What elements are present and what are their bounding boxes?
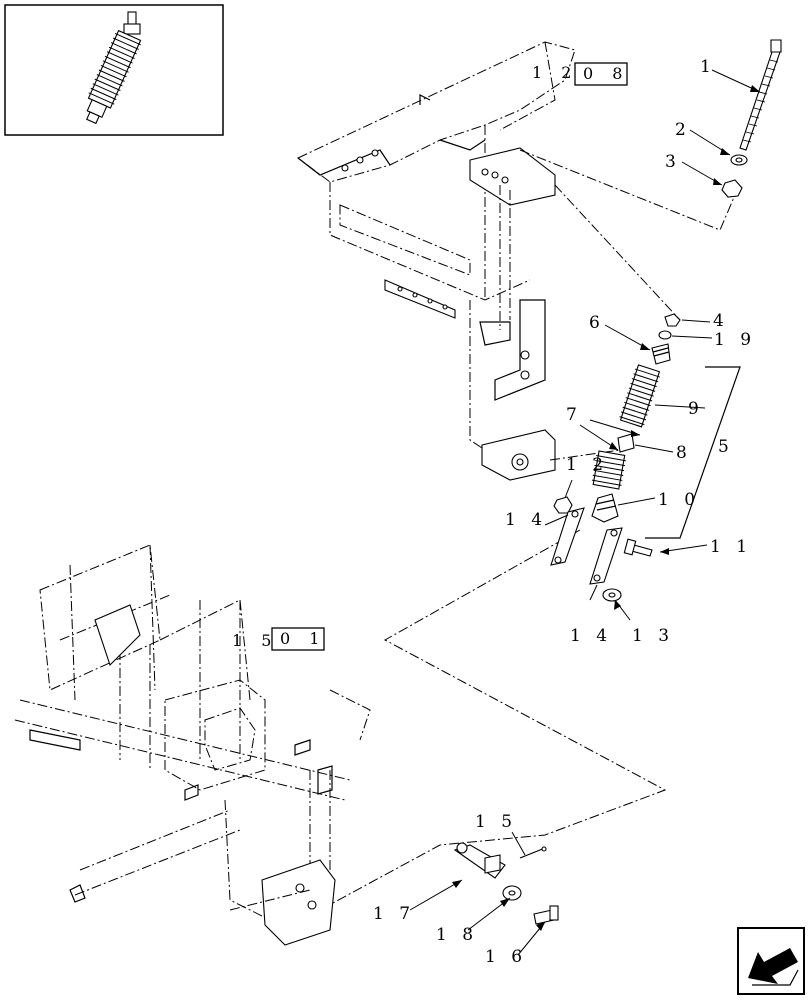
callout-17[interactable]: 1 7 xyxy=(373,904,415,924)
spring-assembly-icon xyxy=(86,11,142,125)
callout-9[interactable]: 9 xyxy=(688,399,704,419)
part-10-bushing[interactable] xyxy=(591,493,619,523)
part-8-spacer[interactable] xyxy=(617,433,635,453)
callout-18[interactable]: 1 8 xyxy=(436,925,478,945)
callout-3[interactable]: 3 xyxy=(665,152,681,172)
part-15-clip[interactable] xyxy=(519,846,547,859)
part-4-nut[interactable] xyxy=(664,313,681,327)
part-3-nut[interactable] xyxy=(721,179,743,198)
part-1-bolt[interactable] xyxy=(739,39,782,151)
callout-5[interactable]: 5 xyxy=(718,437,734,457)
leader-arrowheads xyxy=(452,85,760,931)
lower-frame-assembly xyxy=(14,544,371,946)
reference-prefix: 1 5 xyxy=(232,631,278,650)
upper-frame-assembly xyxy=(297,41,576,481)
part-18-washer[interactable] xyxy=(502,885,522,901)
callout-8[interactable]: 8 xyxy=(676,443,692,463)
part-19-washer[interactable] xyxy=(658,330,672,340)
part-6-cap[interactable] xyxy=(651,343,671,365)
reference-box-label: 0 1 xyxy=(280,629,326,648)
part-7-spring[interactable] xyxy=(591,450,626,490)
leader-lines xyxy=(409,69,761,956)
part-9-spring[interactable] xyxy=(619,364,662,428)
callout-13[interactable]: 1 3 xyxy=(632,626,674,646)
part-14-link-right[interactable] xyxy=(589,527,623,585)
reference-box-label: 0 8 xyxy=(583,64,629,83)
inset-panel xyxy=(4,4,224,136)
reference-prefix: 1 2 xyxy=(532,63,578,82)
callout-16[interactable]: 1 6 xyxy=(485,947,527,967)
part-11-bolt[interactable] xyxy=(623,538,653,557)
part-13-washer[interactable] xyxy=(602,588,622,602)
callout-14-lower[interactable]: 1 4 xyxy=(570,626,612,646)
callout-10[interactable]: 1 0 xyxy=(658,490,700,510)
callout-7[interactable]: 7 xyxy=(566,405,582,425)
callout-12[interactable]: 1 2 xyxy=(566,455,608,475)
part-14-link-left[interactable] xyxy=(550,507,585,566)
part-2-washer[interactable] xyxy=(730,154,748,166)
callout-2[interactable]: 2 xyxy=(675,120,691,140)
reference-15-01[interactable]: 1 5 0 1 xyxy=(232,627,326,651)
next-page-arrow-icon[interactable] xyxy=(737,927,805,995)
callout-1[interactable]: 1 xyxy=(700,57,716,77)
part-16-bolt[interactable] xyxy=(533,905,559,925)
callout-19[interactable]: 1 9 xyxy=(714,330,756,350)
callout-6[interactable]: 6 xyxy=(589,313,605,333)
callout-labels: 1 2 3 4 5 6 7 8 9 1 0 1 1 1 2 1 3 1 4 1 … xyxy=(373,57,756,967)
callout-4[interactable]: 4 xyxy=(713,311,729,331)
assembly-5-bracket xyxy=(645,366,741,539)
part-12-nut[interactable] xyxy=(553,496,573,514)
callout-15[interactable]: 1 5 xyxy=(475,812,517,832)
callout-14-upper[interactable]: 1 4 xyxy=(505,510,547,530)
reference-12-08[interactable]: 1 2 0 8 xyxy=(532,62,629,86)
part-17-pin[interactable] xyxy=(453,842,506,879)
callout-11[interactable]: 1 1 xyxy=(710,537,752,557)
